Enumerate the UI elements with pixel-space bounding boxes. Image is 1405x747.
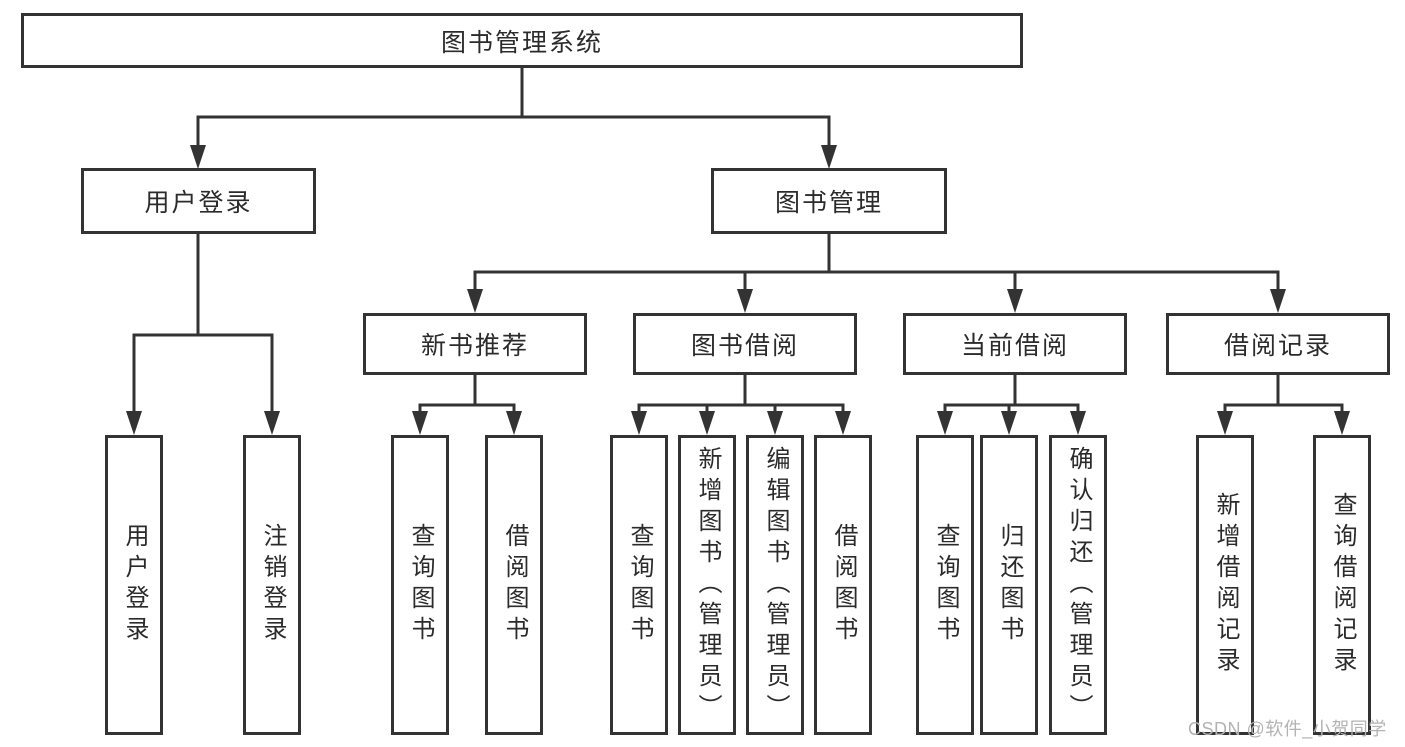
node-borrowing-records: 借阅记录 [1166,313,1390,375]
leaf-borrow-books: 借阅图书 [814,435,872,735]
leaf-add-borrow-record: 新增借阅记录 [1196,435,1254,735]
node-new-book-recommend: 新书推荐 [363,313,587,375]
node-current-borrowing: 当前借阅 [903,313,1127,375]
leaf-user-login: 用户登录 [105,435,163,735]
leaf-query-books-borrow: 查询图书 [610,435,668,735]
node-book-borrowing: 图书借阅 [633,313,857,375]
leaf-query-borrow-record: 查询借阅记录 [1313,435,1371,735]
watermark-csdn: CSDN @软件_小贺同学 [1188,719,1387,739]
leaf-query-books-recommend: 查询图书 [391,435,449,735]
leaf-borrow-books-recommend: 借阅图书 [485,435,543,735]
node-book-management-system: 图书管理系统 [21,13,1023,68]
leaf-confirm-return-admin: 确认归还（管理员） [1049,435,1107,735]
leaf-logout: 注销登录 [243,435,301,735]
node-book-management: 图书管理 [711,168,947,234]
leaf-query-books-current: 查询图书 [916,435,974,735]
node-user-login: 用户登录 [81,168,316,234]
arrowheads [126,145,1350,435]
leaf-return-books: 归还图书 [980,435,1038,735]
leaf-add-book-admin: 新增图书（管理员） [678,435,736,735]
leaf-edit-book-admin: 编辑图书（管理员） [746,435,804,735]
